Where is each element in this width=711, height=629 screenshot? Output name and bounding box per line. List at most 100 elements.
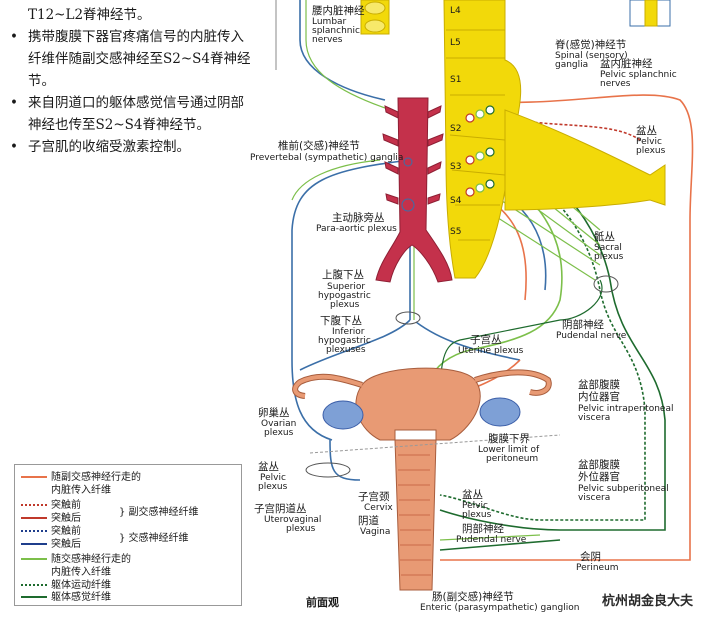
subperitoneal-en: Pelvic subperitoneal — [578, 484, 669, 494]
legend-swatch — [21, 504, 47, 506]
peritoneum-limit-line — [309, 434, 561, 454]
spinal-cord-top — [360, 0, 390, 35]
sacral-plexus-ring — [593, 275, 619, 293]
spinal-ganglia-cn: 脊(感觉)神经节 — [555, 38, 626, 51]
pelvic-plexus-en: plexus — [636, 146, 666, 156]
uterus — [292, 367, 552, 591]
pelvic-plexus-left-cn: 盆丛 — [258, 460, 279, 473]
legend-item: 突触后 — [21, 512, 81, 525]
pudendal-center-en: Pudendal nerve — [456, 535, 527, 545]
legend-item-cont: 内脏传入纤维 — [51, 567, 111, 578]
lumbar-en: Lumbar — [312, 17, 347, 27]
legend-group-symp: } 交感神经纤维 — [119, 533, 189, 544]
subperitoneal-cn: 外位器官 — [578, 470, 620, 483]
bullet-text: 携带腹膜下器官疼痛信号的内脏传入纤维伴随副交感神经至S2~S4脊神经节。 — [28, 29, 251, 89]
uterovaginal-cn: 子宫阴道丛 — [254, 502, 307, 515]
pelvic-splanchnic-cn: 盆内脏神经 — [600, 57, 653, 70]
inf-hypogastric-en: plexuses — [326, 345, 366, 355]
pudendal-cn: 阴部神经 — [562, 318, 604, 331]
sup-hypogastric-cn: 上腹下丛 — [322, 268, 364, 281]
level-l5: L5 — [450, 38, 461, 48]
legend-swatch — [21, 517, 47, 519]
level-s4: S4 — [450, 196, 462, 206]
lumbar-cn: 腰内脏神经 — [312, 4, 365, 17]
bullet-item: •来自阴道口的躯体感觉信号通过阴部神经也传至S2~S4脊神经节。 — [10, 95, 244, 133]
prevertebral-cn: 椎前(交感)神经节 — [278, 139, 360, 152]
bullet-text: T12~L2脊神经节。 — [28, 7, 151, 23]
legend-item: 躯体感觉纤维 — [21, 591, 111, 604]
pelvic-plexus-center-en: Pelvic — [462, 501, 488, 511]
bullet-text: 子宫肌的收缩受激素控制。 — [28, 139, 190, 155]
legend-swatch — [21, 596, 47, 598]
prevertebral-en: Prevertebal (sympathetic) ganglia — [250, 153, 403, 163]
pelvic-plexus-en: Pelvic — [636, 137, 662, 147]
cervix-en: Cervix — [364, 503, 393, 513]
uterine-plexus-en: Uterine plexus — [458, 346, 524, 356]
inf-hypogastric-cn: 下腹下丛 — [320, 314, 362, 327]
pudendal-center-cn: 阴部神经 — [462, 522, 504, 535]
level-s1: S1 — [450, 75, 461, 85]
ovarian-plexus-en: Ovarian — [261, 419, 296, 429]
ovarian-plexus-cn: 卵巢丛 — [258, 406, 290, 419]
sensory-ganglia — [465, 105, 495, 197]
vagina-en: Vagina — [360, 527, 390, 537]
paraaortic-cn: 主动脉旁丛 — [332, 211, 385, 224]
legend-swatch — [21, 584, 47, 586]
legend-swatch — [21, 558, 47, 560]
view-caption: 前面观 — [306, 596, 339, 609]
pelvic-plexus-center-cn: 盆丛 — [462, 488, 483, 501]
cervix-cn: 子宫颈 — [358, 490, 390, 503]
level-s3: S3 — [450, 162, 461, 172]
legend-item: 突触前 — [21, 499, 81, 512]
perineum-cn: 会阴 — [580, 550, 601, 563]
enteric-en: Enteric (parasympathetic) ganglion — [420, 603, 579, 613]
spinal-column — [443, 0, 666, 279]
vagina-cn: 阴道 — [358, 514, 379, 527]
level-l4: L4 — [450, 6, 461, 16]
sacral-plexus-en: Sacral — [594, 243, 622, 253]
left-ovary — [322, 400, 364, 430]
sup-hypogastric-en: plexus — [330, 300, 360, 310]
legend-item: 突触前 — [21, 525, 81, 538]
intraperitoneal-cn: 盆部腹膜 — [578, 378, 620, 391]
lumbar-en: nerves — [312, 35, 343, 45]
pelvic-plexus-ring — [305, 462, 351, 478]
paraaortic-en: Para-aortic plexus — [316, 224, 397, 234]
bullet-item: •携带腹膜下器官疼痛信号的内脏传入纤维伴随副交感神经至S2~S4脊神经节。 — [10, 29, 251, 89]
legend-swatch — [21, 530, 47, 532]
legend: 随副交感神经行走的 内脏传入纤维 突触前 突触后 突触前 突触后 } 副交感神经… — [14, 464, 242, 606]
peritoneum-limit-en: Lower limit of — [478, 445, 540, 455]
watermark: 杭州胡金良大夫 — [601, 594, 693, 609]
bullet-item: •子宫肌的收缩受激素控制。 — [10, 139, 190, 155]
peritoneum-limit-cn: 腹膜下界 — [488, 432, 530, 445]
intraperitoneal-en: Pelvic intraperitoneal — [578, 404, 673, 414]
subperitoneal-en: viscera — [578, 493, 610, 503]
enteric-cn: 肠(副交感)神经节 — [432, 590, 514, 603]
bullet-item: T12~L2脊神经节。 — [6, 4, 251, 26]
legend-group-para: } 副交感神经纤维 — [119, 507, 199, 518]
bullet-text: 来自阴道口的躯体感觉信号通过阴部神经也传至S2~S4脊神经节。 — [28, 95, 244, 133]
pelvic-splanchnic-en: nerves — [600, 79, 631, 89]
sacral-plexus-en: plexus — [594, 252, 624, 262]
sup-hypogastric-en: hypogastric — [318, 291, 371, 301]
spinal-ganglia-en: ganglia — [555, 60, 588, 70]
pudendal-en: Pudendal nerve — [556, 331, 627, 341]
diagram-labels: 腰内脏神经 Lumbar splanchnic nerves 脊(感觉)神经节 … — [250, 4, 677, 613]
ovarian-plexus-en: plexus — [264, 428, 294, 438]
sacral-plexus-cn: 骶丛 — [594, 231, 615, 243]
subperitoneal-cn: 盆部腹膜 — [578, 458, 620, 471]
sup-hypogastric-en: Superior — [327, 282, 365, 292]
pelvic-plexus-left-en: plexus — [258, 482, 288, 492]
spine-level-labels: L4 L5 S1 S2 S3 S4 S5 — [450, 6, 462, 237]
inf-hypogastric-en: Inferior — [332, 327, 365, 337]
uterine-plexus-cn: 子宫丛 — [470, 333, 502, 346]
spinal-ganglia-en: Spinal (sensory) — [555, 51, 628, 61]
pelvic-plexus-cn: 盆丛 — [636, 124, 657, 137]
right-ovary — [479, 397, 521, 427]
bullet-list: T12~L2脊神经节。 •携带腹膜下器官疼痛信号的内脏传入纤维伴随副交感神经至S… — [6, 4, 251, 158]
peritoneum-limit-en: peritoneum — [486, 454, 538, 464]
legend-swatch — [21, 476, 47, 478]
uterovaginal-en: plexus — [286, 524, 316, 534]
legend-item: 随副交感神经行走的 — [21, 471, 141, 484]
